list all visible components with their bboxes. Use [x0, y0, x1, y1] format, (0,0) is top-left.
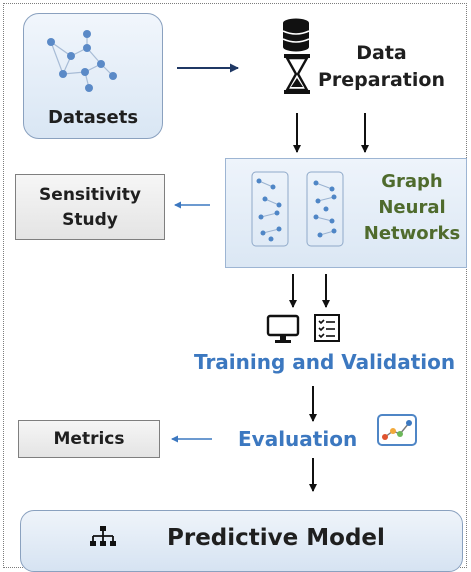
datasets-label: Datasets	[47, 107, 139, 128]
sensitivity-study-label: Sensitivity Study	[39, 185, 141, 230]
data-preparation-label: Data Preparation	[318, 42, 445, 91]
evaluation-label: Evaluation	[238, 427, 358, 451]
datasets-box: Datasets	[23, 13, 163, 139]
monitor-icon	[266, 314, 300, 343]
checklist-icon	[314, 314, 340, 342]
gnn-box: Graph Neural Networks	[225, 158, 467, 268]
hierarchy-icon	[90, 526, 116, 546]
metrics-box: Metrics	[18, 420, 160, 458]
database-icon	[282, 18, 310, 52]
graph-network-icon-left	[251, 171, 289, 247]
predictive-model-label: Predictive Model	[167, 525, 385, 551]
gnn-label: Graph Neural Networks	[363, 171, 461, 244]
network-icon	[47, 30, 117, 92]
predictive-model-box: Predictive Model	[20, 510, 463, 572]
hourglass-icon	[284, 54, 310, 94]
training-validation-label: Training and Validation	[194, 350, 456, 374]
metrics-label: Metrics	[53, 429, 125, 449]
chart-icon	[377, 414, 417, 446]
sensitivity-study-box: Sensitivity Study	[15, 174, 165, 240]
graph-network-icon-right	[306, 171, 344, 247]
